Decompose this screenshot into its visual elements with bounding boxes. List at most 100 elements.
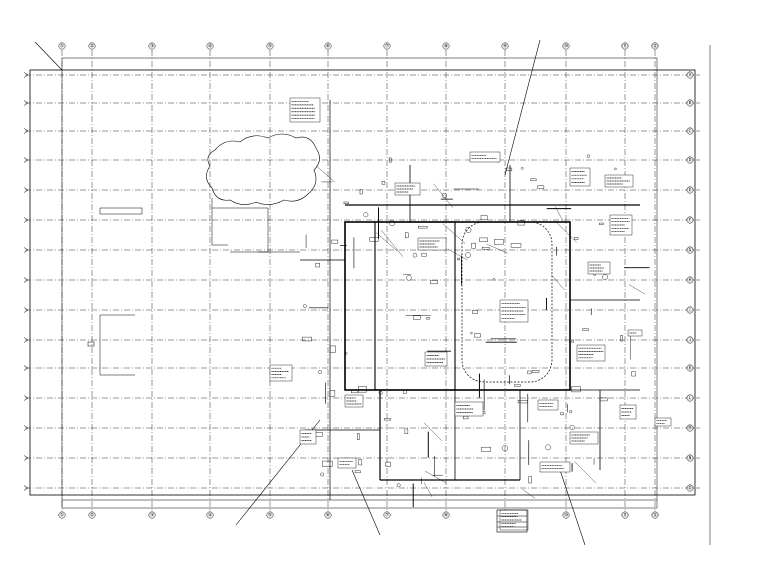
leader-line: [442, 223, 466, 244]
callout-box: [454, 401, 484, 417]
equipment-symbol: [474, 333, 481, 338]
row-axis-marker: [23, 100, 29, 106]
equipment-symbol: [620, 335, 623, 342]
callout-box: [609, 214, 633, 236]
row-axis-bubble: Ⓔ: [686, 186, 694, 194]
equipment-symbol: [331, 239, 339, 244]
callout-box: [569, 167, 591, 187]
callout-box: [569, 431, 599, 445]
callout-box: [299, 429, 317, 445]
column-axis-bubble: ⑥: [324, 42, 332, 50]
equipment-symbol: [599, 222, 604, 225]
fitting-symbol: [378, 390, 383, 395]
leader-line: [486, 243, 508, 254]
axis-label: ⑤: [268, 44, 273, 50]
fitting-symbol: [569, 410, 573, 414]
text-callout-boxes: [269, 97, 672, 531]
row-axis-marker: [23, 277, 29, 283]
callout-box: [627, 329, 643, 337]
fitting-symbol: [569, 425, 575, 430]
axis-label: ⑦: [385, 44, 390, 50]
left-annotation-block: [87, 198, 300, 376]
axis-label: Ⓐ: [687, 72, 692, 79]
fitting-symbol: [406, 275, 412, 281]
equipment-symbol: [505, 167, 513, 171]
title-bar-bottom: [62, 499, 657, 533]
revision-cloud: [206, 133, 320, 205]
equipment-layout: [300, 100, 640, 500]
column-grid-lines: [61, 50, 656, 515]
axis-label: Ⓚ: [687, 365, 692, 372]
row-axis-bubble: Ⓒ: [686, 127, 694, 135]
leader-line: [423, 482, 433, 497]
axis-label: ③: [150, 44, 155, 50]
axis-label: ②: [90, 513, 95, 519]
equipment-symbol: [426, 317, 430, 320]
axis-label: ①: [60, 44, 65, 50]
callout-box: [417, 237, 447, 251]
column-axis-bubble: ①: [58, 42, 66, 50]
callout-box: [619, 404, 637, 420]
equipment-symbol: [457, 257, 460, 261]
fitting-symbol: [465, 252, 471, 258]
outer-frame: [29, 45, 711, 545]
detail-symbols: [302, 154, 650, 508]
fitting-symbol: [470, 331, 473, 335]
column-axis-bubble: ⑫: [651, 42, 659, 50]
equipment-symbol: [527, 370, 532, 375]
leader-line: [423, 422, 442, 441]
axis-label: Ⓗ: [687, 277, 692, 284]
callout-box: [587, 261, 611, 275]
leader-line: [628, 284, 646, 295]
axis-label: ⑥: [326, 44, 331, 50]
row-axis-marker: [23, 217, 29, 223]
equipment-symbol: [480, 215, 488, 221]
axis-label: ③: [150, 513, 155, 519]
leader-line: [574, 461, 597, 484]
column-axis-bubble: ⑪: [621, 42, 629, 50]
equipment-symbol: [528, 476, 532, 484]
column-axis-bubble: ④: [206, 42, 214, 50]
equipment-symbol: [358, 386, 367, 393]
callout-box: [344, 394, 364, 408]
equipment-symbol: [537, 185, 545, 190]
equipment-symbol: [582, 328, 589, 331]
fitting-symbol: [501, 445, 508, 452]
axis-label: ⑪: [622, 43, 627, 50]
column-axis-bubble: ③: [148, 42, 156, 50]
equipment-symbol: [381, 180, 386, 185]
axis-label: ⑫: [652, 43, 657, 50]
equipment-symbol: [369, 237, 379, 242]
row-axis-bubble: Ⓗ: [686, 276, 694, 284]
equipment-symbol: [472, 310, 478, 314]
axis-label: Ⓕ: [687, 217, 692, 224]
equipment-symbol: [530, 178, 537, 181]
axis-label: Ⓓ: [687, 157, 692, 164]
equipment-symbol: [359, 189, 363, 195]
row-axis-marker: [23, 128, 29, 134]
row-axis-marker: [23, 365, 29, 371]
equipment-symbol: [418, 225, 428, 229]
row-axis-marker: [23, 187, 29, 193]
fitting-symbol: [614, 167, 617, 171]
fitting-symbol: [396, 483, 401, 488]
equipment-symbol: [531, 370, 540, 373]
row-grid-lines: [25, 74, 700, 489]
row-axis-bubble: Ⓝ: [686, 454, 694, 462]
row-axis-bubble: Ⓙ: [686, 336, 694, 344]
equipment-symbol: [631, 371, 636, 377]
leader-line: [433, 183, 453, 208]
leader-line: [381, 229, 404, 257]
axis-label: Ⓒ: [687, 128, 692, 135]
axis-label: Ⓑ: [687, 100, 692, 107]
equipment-symbol: [471, 242, 476, 249]
fitting-symbol: [441, 193, 447, 199]
equipment-symbol: [322, 460, 333, 467]
equipment-symbol: [430, 280, 438, 285]
fitting-symbol: [412, 253, 418, 258]
row-axis-marker: [23, 455, 29, 461]
fitting-symbol: [345, 352, 348, 355]
column-axis-bubble: ⑩: [562, 511, 570, 519]
axis-label: Ⓝ: [687, 455, 692, 462]
